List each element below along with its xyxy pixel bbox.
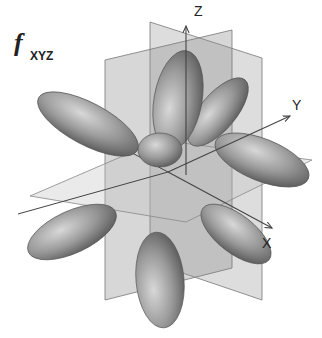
axis-label: X [262, 236, 271, 250]
x-axis [168, 172, 272, 228]
axis-label: Z [194, 4, 203, 18]
z-axis [185, 26, 186, 175]
orbital-lobe [20, 193, 125, 272]
axis-label: Y [292, 98, 301, 112]
orbital-lobe [138, 133, 182, 167]
y-axis [168, 116, 290, 172]
orbital-lobe [208, 122, 316, 198]
orbital-lobe [132, 230, 188, 330]
orbital-symbol: f [14, 30, 23, 56]
orbital-subscript: XYZ [30, 50, 53, 62]
orbital-lobe [29, 79, 148, 169]
orbital-lobe [191, 193, 281, 275]
